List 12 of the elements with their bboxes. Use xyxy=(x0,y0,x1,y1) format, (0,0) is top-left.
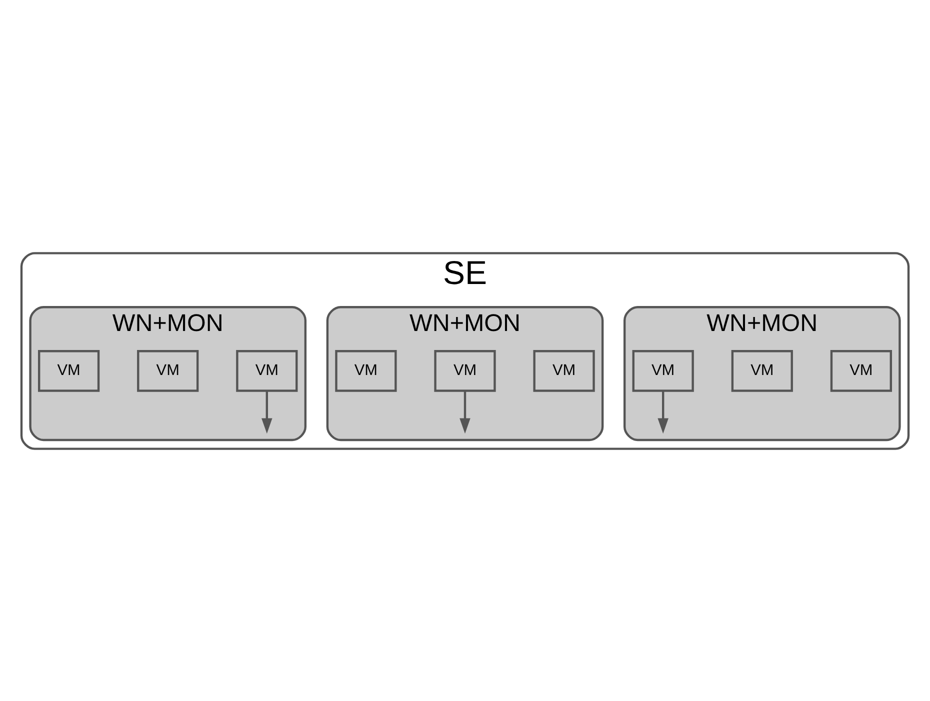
arrow xyxy=(658,390,668,434)
node-box: VM xyxy=(38,350,100,392)
node-box: VM xyxy=(632,350,694,392)
node-box: VM xyxy=(830,350,892,392)
arrow xyxy=(460,390,470,434)
node-box: VM xyxy=(533,350,595,392)
node-box: VM xyxy=(731,350,793,392)
node-box: VM xyxy=(434,350,496,392)
node-box: VM xyxy=(137,350,199,392)
node-box: VM xyxy=(236,350,298,392)
arrow xyxy=(262,390,272,434)
node-box: VM xyxy=(335,350,397,392)
